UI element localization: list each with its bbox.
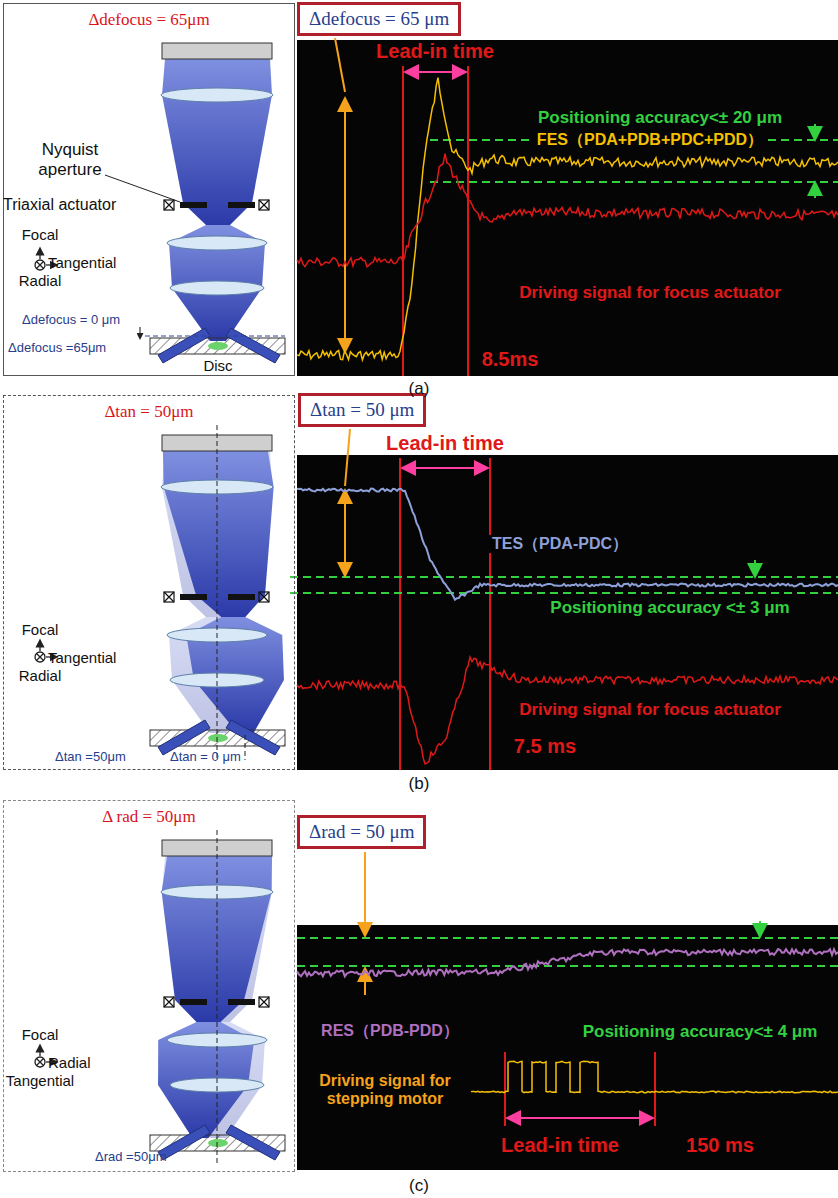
diagram-label: Disc	[203, 357, 232, 374]
diagram-label: Focal	[22, 1026, 59, 1043]
oscilloscope-screens	[297, 40, 838, 1170]
scope-annotation: Driving signal for focus actuator	[516, 700, 784, 720]
diagram-label: (a)	[409, 379, 430, 399]
offset-label: Δrad = 50 μm	[309, 821, 414, 842]
signal-traces	[297, 78, 838, 1093]
diagram-label: Lead-in time	[386, 432, 504, 455]
panel-title: Δtan = 50μm	[4, 402, 294, 422]
scope-markers	[290, 38, 838, 1126]
diagram-label: Δtan =50μm	[55, 750, 126, 765]
diagram-label: Δdefocus =65μm	[8, 341, 106, 356]
signal-trace	[470, 1061, 838, 1093]
scope-annotation: Driving signal for focus actuator	[516, 283, 784, 303]
signal-trace	[297, 154, 838, 267]
optical-pickup-c	[35, 830, 285, 1165]
diagram-label: Focal	[22, 226, 59, 243]
diagram-label: Δrad =50μm	[95, 1150, 166, 1165]
diagram-label: (b)	[409, 774, 430, 794]
panel-title: Δ rad = 50μm	[4, 807, 294, 827]
callout-box: Δdefocus = 65 μm	[297, 2, 461, 36]
scope-annotation: TES（PDA-PDC）	[489, 535, 631, 553]
diagram-label: Nyquist aperture	[20, 140, 120, 179]
signal-trace	[297, 657, 838, 764]
diagram-label: Tangential	[48, 254, 116, 271]
diagram-label: Tangential	[6, 1072, 74, 1089]
diagram-label: 150 ms	[686, 1134, 754, 1157]
diagram-label: Tangential	[48, 649, 116, 666]
scope-annotation: Positioning accuracy <± 3 μm	[547, 598, 792, 618]
offset-label: Δdefocus = 65 μm	[309, 8, 449, 29]
diagram-label: Radial	[19, 667, 62, 684]
callout-box: Δtan = 50 μm	[298, 393, 426, 427]
diagram-label: Focal	[22, 621, 59, 638]
diagram-label: (c)	[409, 1176, 429, 1196]
scope-annotation: Driving signal for stepping motor	[300, 1072, 471, 1109]
diagram-label: Δdefocus = 0 μm	[22, 313, 120, 328]
panel-title: Δdefocus = 65μm	[4, 10, 294, 30]
signal-trace	[297, 949, 838, 976]
scope-annotation: RES（PDB-PDD）	[318, 1022, 462, 1040]
scope-annotation: FES（PDA+PDB+PDC+PDD）	[534, 131, 766, 149]
diagram-label: 7.5 ms	[514, 735, 576, 758]
panel-box: Δ rad = 50μm	[3, 800, 295, 1172]
callout-box: Δrad = 50 μm	[297, 815, 426, 849]
diagram-label: Radial	[48, 1054, 91, 1071]
diagram-label: Triaxial actuator	[3, 196, 116, 214]
diagram-label: Lead-in time	[501, 1134, 619, 1157]
scope-annotation: Positioning accuracy<± 20 μm	[535, 108, 785, 128]
scope-annotation: Positioning accuracy<± 4 μm	[580, 1022, 821, 1042]
offset-label: Δtan = 50 μm	[310, 399, 414, 420]
signal-trace	[297, 78, 838, 360]
panel-box: Δtan = 50μm	[3, 395, 295, 770]
diagram-label: Lead-in time	[376, 40, 494, 63]
diagram-label: Radial	[19, 272, 62, 289]
diagram-label: 8.5ms	[482, 348, 539, 371]
signal-trace	[297, 489, 838, 600]
optical-pickup-b	[35, 425, 300, 760]
diagram-label: Δtan = 0 μm	[170, 750, 241, 765]
